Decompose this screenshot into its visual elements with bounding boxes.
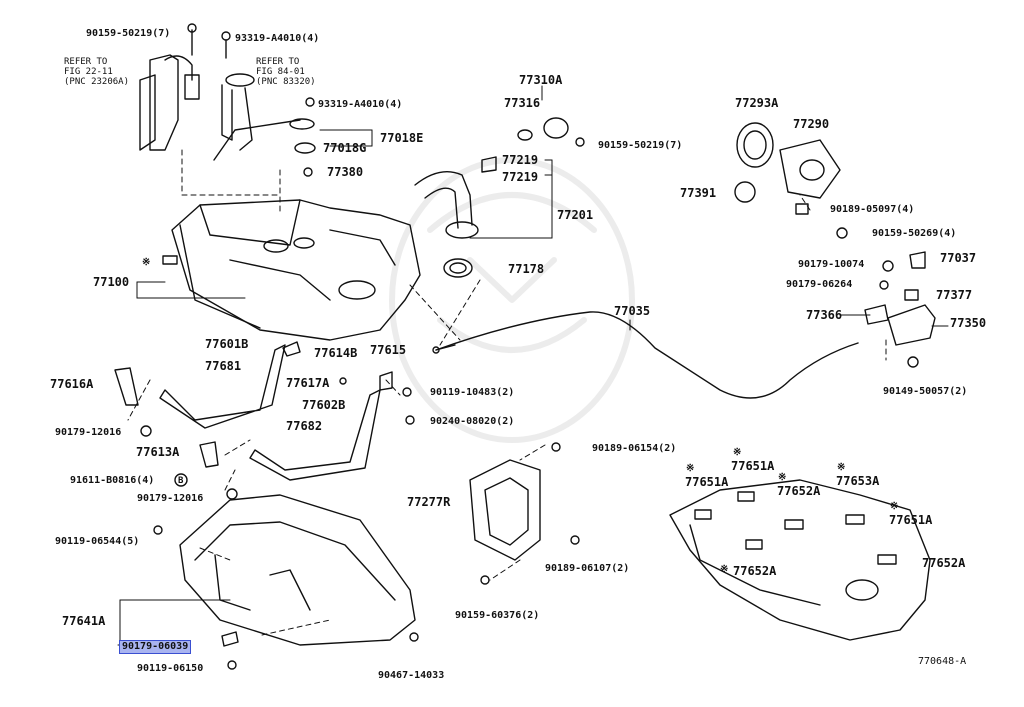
sender-gauge-assembly bbox=[213, 31, 316, 177]
part-label-77682[interactable]: 77682 bbox=[286, 419, 323, 433]
part-label-90189-05097[interactable]: 90189-05097(4) bbox=[830, 204, 915, 215]
part-label-77651a[interactable]: 77651A bbox=[889, 513, 933, 527]
part-label-77293a[interactable]: 77293A bbox=[735, 96, 779, 110]
ref-mid-line-2: FIG 84-01 bbox=[256, 67, 305, 77]
asterisk-marker: ※ bbox=[890, 501, 899, 512]
part-label-93319-a4010[interactable]: 93319-A4010(4) bbox=[235, 33, 320, 44]
part-label-90159-50219[interactable]: 90159-50219(7) bbox=[598, 140, 683, 151]
part-label-90159-50219[interactable]: 90159-50219(7) bbox=[86, 28, 171, 39]
asterisk-marker: ※ bbox=[720, 564, 729, 575]
part-label-77277r[interactable]: 77277R bbox=[407, 495, 451, 509]
part-label-90179-10074[interactable]: 90179-10074 bbox=[798, 259, 865, 270]
asterisk-marker: ※ bbox=[778, 472, 787, 483]
part-label-77018g[interactable]: 77018G bbox=[323, 141, 367, 155]
fuel-tank bbox=[162, 199, 421, 341]
part-label-77035[interactable]: 77035 bbox=[614, 304, 651, 318]
fuel-pump-assembly bbox=[139, 23, 200, 151]
part-label-77219[interactable]: 77219 bbox=[502, 153, 539, 167]
part-label-90149-50057[interactable]: 90149-50057(2) bbox=[883, 386, 968, 397]
fuel-door-assembly bbox=[734, 122, 936, 368]
part-label-77310a[interactable]: 77310A bbox=[519, 73, 563, 87]
part-label-77616a[interactable]: 77616A bbox=[50, 377, 94, 391]
reference-note-fig-84-01: REFER TO FIG 84-01 (PNC 83320) bbox=[256, 57, 316, 87]
watermark-emblem bbox=[389, 157, 635, 443]
ref-mid-line-1: REFER TO bbox=[256, 57, 300, 67]
part-label-77652a[interactable]: 77652A bbox=[922, 556, 966, 570]
part-label-77380[interactable]: 77380 bbox=[327, 165, 364, 179]
part-label-77037[interactable]: 77037 bbox=[940, 251, 977, 265]
part-label-90159-50269[interactable]: 90159-50269(4) bbox=[872, 228, 957, 239]
part-label-90179-06039-selected[interactable]: 90179-06039 bbox=[119, 640, 192, 654]
part-label-90189-06154[interactable]: 90189-06154(2) bbox=[592, 443, 677, 454]
ref-mid-line-3: (PNC 83320) bbox=[256, 77, 316, 87]
part-label-91611-b0816[interactable]: 91611-B0816(4) bbox=[70, 475, 155, 486]
part-label-77100[interactable]: 77100 bbox=[93, 275, 130, 289]
part-label-93319-a4010[interactable]: 93319-A4010(4) bbox=[318, 99, 403, 110]
part-label-77316[interactable]: 77316 bbox=[504, 96, 541, 110]
part-label-90179-12016[interactable]: 90179-12016 bbox=[55, 427, 122, 438]
part-label-77377[interactable]: 77377 bbox=[936, 288, 973, 302]
filler-pipe bbox=[414, 117, 585, 278]
part-label-77219[interactable]: 77219 bbox=[502, 170, 539, 184]
part-label-77366[interactable]: 77366 bbox=[806, 308, 843, 322]
part-label-77391[interactable]: 77391 bbox=[680, 186, 717, 200]
part-label-90179-12016[interactable]: 90179-12016 bbox=[137, 493, 204, 504]
part-label-90189-06107[interactable]: 90189-06107(2) bbox=[545, 563, 630, 574]
part-label-90240-08020[interactable]: 90240-08020(2) bbox=[430, 416, 515, 427]
part-label-90119-06150[interactable]: 90119-06150 bbox=[137, 663, 204, 674]
part-label-90467-14033[interactable]: 90467-14033 bbox=[378, 670, 445, 681]
asterisk-marker: ※ bbox=[837, 462, 846, 473]
ref-left-line-2: FIG 22-11 bbox=[64, 67, 113, 77]
asterisk-marker: ※ bbox=[686, 463, 695, 474]
part-label-77178[interactable]: 77178 bbox=[508, 262, 545, 276]
part-label-90119-10483[interactable]: 90119-10483(2) bbox=[430, 387, 515, 398]
part-label-77641a[interactable]: 77641A bbox=[62, 614, 106, 628]
part-label-77651a[interactable]: 77651A bbox=[731, 459, 775, 473]
tank-protector bbox=[153, 494, 419, 670]
part-label-77652a[interactable]: 77652A bbox=[733, 564, 777, 578]
part-label-77653a[interactable]: 77653A bbox=[836, 474, 880, 488]
part-label-77350[interactable]: 77350 bbox=[950, 316, 987, 330]
tank-pad-view bbox=[669, 479, 931, 641]
part-label-77681[interactable]: 77681 bbox=[205, 359, 242, 373]
asterisk-marker: ※ bbox=[733, 447, 742, 458]
heat-insulator bbox=[469, 442, 580, 585]
part-label-90119-06544[interactable]: 90119-06544(5) bbox=[55, 536, 140, 547]
ref-left-line-1: REFER TO bbox=[64, 57, 108, 67]
ref-left-line-3: (PNC 23206A) bbox=[64, 77, 130, 87]
part-label-77615[interactable]: 77615 bbox=[370, 343, 407, 357]
part-label-90179-06264[interactable]: 90179-06264 bbox=[786, 279, 853, 290]
part-label-77613a[interactable]: 77613A bbox=[136, 445, 180, 459]
part-label-90159-60376[interactable]: 90159-60376(2) bbox=[455, 610, 540, 621]
part-label-77602b[interactable]: 77602B bbox=[302, 398, 346, 412]
release-cable bbox=[432, 311, 859, 399]
part-label-77651a[interactable]: 77651A bbox=[685, 475, 729, 489]
part-label-77614b[interactable]: 77614B bbox=[314, 346, 358, 360]
part-label-77201[interactable]: 77201 bbox=[557, 208, 594, 222]
tank-straps bbox=[114, 341, 415, 500]
reference-note-fig-22-11: REFER TO FIG 22-11 (PNC 23206A) bbox=[64, 57, 129, 87]
part-label-77290[interactable]: 77290 bbox=[793, 117, 830, 131]
part-label-77652a[interactable]: 77652A bbox=[777, 484, 821, 498]
diagram-code: 770648-A bbox=[918, 656, 967, 667]
part-label-77617a[interactable]: 77617A bbox=[286, 376, 330, 390]
part-label-77018e[interactable]: 77018E bbox=[380, 131, 424, 145]
b-marker: B bbox=[178, 476, 184, 486]
part-label-77601b[interactable]: 77601B bbox=[205, 337, 249, 351]
asterisk-marker: ※ bbox=[142, 257, 151, 268]
label-leaders bbox=[117, 85, 949, 646]
